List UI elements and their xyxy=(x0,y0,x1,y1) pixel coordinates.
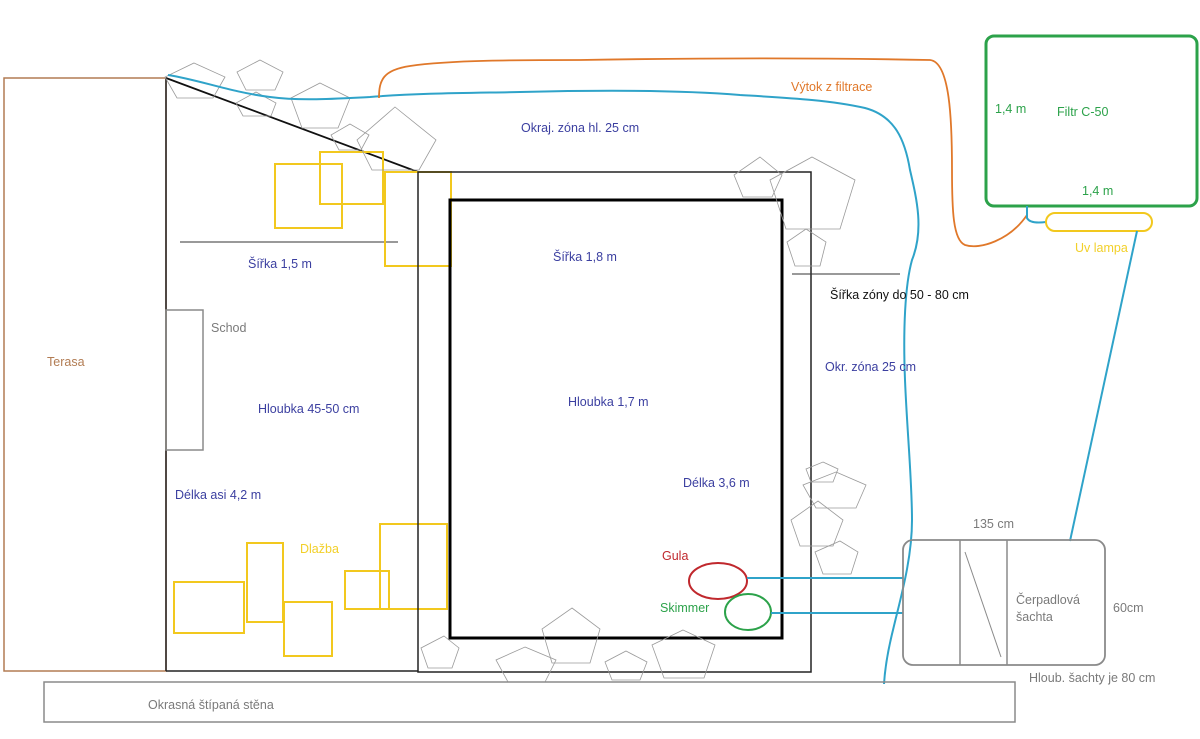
sachta-name-line-2: šachta xyxy=(1016,610,1053,624)
dlazba-label: Dlažba xyxy=(300,542,339,556)
sachta-height-label: 60cm xyxy=(1113,601,1144,615)
paving-stones xyxy=(173,151,452,657)
sirka-1-8-label: Šířka 1,8 m xyxy=(553,249,617,264)
hloubka-45-50-label: Hloubka 45-50 cm xyxy=(258,402,359,416)
filter-to-uv-pipe xyxy=(1026,206,1047,224)
filtration-outflow-pipe xyxy=(378,57,1028,248)
filter-c50-box xyxy=(984,34,1199,208)
uv-to-pump-pipe xyxy=(1069,230,1138,542)
sachta-width-label: 135 cm xyxy=(973,517,1014,531)
pool-deep-zone xyxy=(448,198,784,640)
hloubka-1-7-label: Hloubka 1,7 m xyxy=(568,395,649,409)
sirka-zony-label: Šířka zóny do 50 - 80 cm xyxy=(830,287,969,302)
skimmer xyxy=(724,593,772,631)
vytok-label: Výtok z filtrace xyxy=(791,80,872,94)
filtr-height-label: 1,4 m xyxy=(1082,184,1113,198)
stena-label: Okrasná štípaná stěna xyxy=(148,698,274,712)
ornamental-wall xyxy=(43,681,1016,723)
okr-zona-right-label: Okr. zóna 25 cm xyxy=(825,360,916,374)
uv-lamp xyxy=(1045,212,1153,232)
schod-label: Schod xyxy=(211,321,246,335)
terasa-label: Terasa xyxy=(47,355,85,369)
skimmer-label: Skimmer xyxy=(660,601,709,615)
gula-label: Gula xyxy=(662,549,688,563)
delka-3-6-label: Délka 3,6 m xyxy=(683,476,750,490)
uv-lampa-label: Uv lampa xyxy=(1075,241,1128,255)
filtr-label: Filtr C-50 xyxy=(1057,105,1108,119)
sachta-name-line-1: Čerpadlová xyxy=(1016,592,1080,607)
pump-shaft-diagonal xyxy=(964,551,1002,658)
okraj-zona-top-label: Okraj. zóna hl. 25 cm xyxy=(521,121,639,135)
filtr-width-label: 1,4 m xyxy=(995,102,1026,116)
water-edge-line xyxy=(167,74,920,685)
pump-shaft xyxy=(902,539,1106,666)
sirka-1-5-label: Šířka 1,5 m xyxy=(248,256,312,271)
pool-outer-edge xyxy=(417,171,812,673)
step-schod xyxy=(165,309,204,451)
terasa-area xyxy=(3,77,167,672)
decorative-stones xyxy=(164,59,867,683)
delka-4-2-label: Délka asi 4,2 m xyxy=(175,488,261,502)
sachta-depth-label: Hloub. šachty je 80 cm xyxy=(1029,671,1155,685)
gula-inlet xyxy=(688,562,748,600)
pump-suction-pipes xyxy=(747,577,903,614)
